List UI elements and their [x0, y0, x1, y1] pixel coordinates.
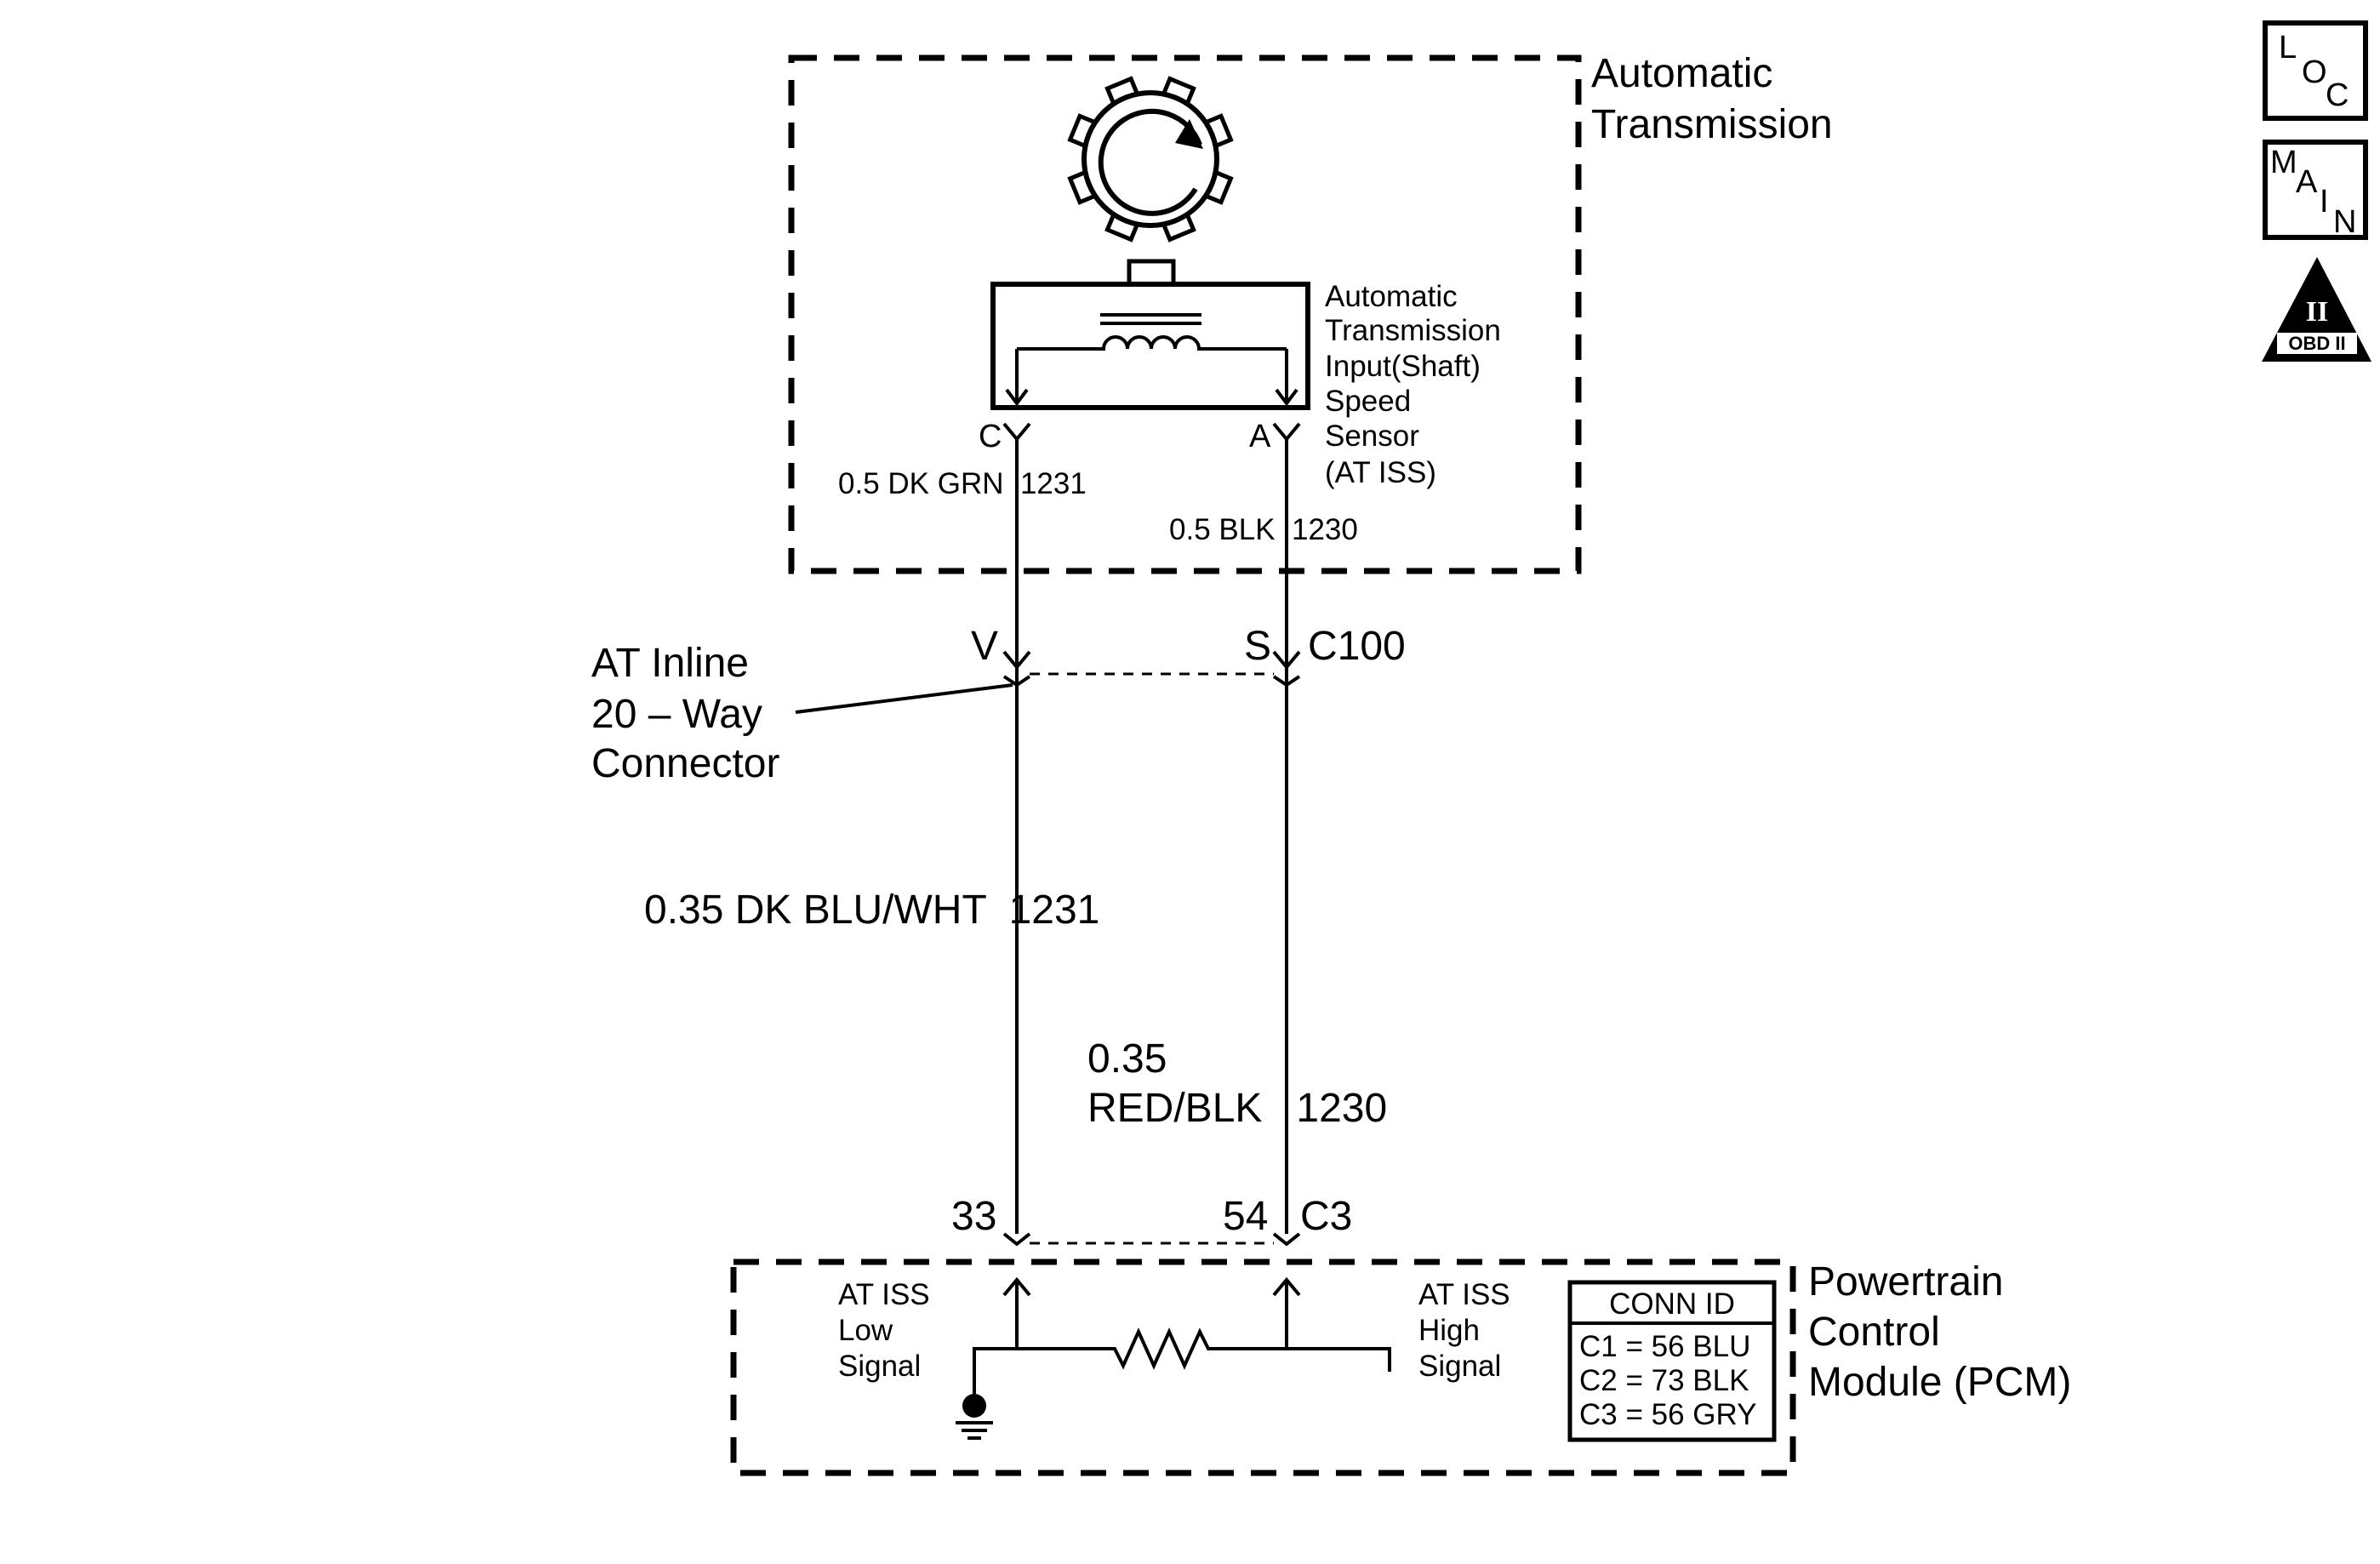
inline-connector-leader — [795, 683, 1013, 714]
wire-label-lower-right-line1: 0.35 — [1087, 1036, 1167, 1082]
pcm-title-line1: Powertrain — [1808, 1259, 2003, 1304]
conn-id-row-1: C1 = 56 BLU — [1579, 1330, 1750, 1363]
loc-badge[interactable]: L O C — [2263, 20, 2368, 121]
pcm-pin-54: 54 — [1223, 1194, 1268, 1239]
conn-id-row-3: C3 = 56 GRY — [1579, 1398, 1757, 1431]
wire-label-upper-right: 0.5 BLK 1230 — [1169, 513, 1358, 546]
conn-id-header: CONN ID — [1609, 1287, 1735, 1321]
loc-badge-letter-1: L — [2279, 30, 2297, 66]
pcm-pin-33: 33 — [951, 1194, 996, 1239]
low-signal-line3: Signal — [838, 1350, 921, 1383]
sensor-pin-a: A — [1249, 419, 1271, 454]
obd-ii-badge[interactable]: II OBD II — [2262, 257, 2371, 362]
main-badge[interactable]: M A I N — [2263, 140, 2368, 240]
sensor-label-line6: (AT ISS) — [1325, 456, 1436, 489]
wire-label-upper-left: 0.5 DK GRN 1231 — [838, 467, 1087, 500]
sensor-pin-c: C — [979, 419, 1002, 454]
inline-connector-label-line2: 20 – Way — [591, 692, 762, 737]
transmission-title-line1: Automatic — [1591, 51, 1772, 96]
sensor-label-line2: Transmission — [1325, 314, 1501, 347]
wire-label-lower-left: 0.35 DK BLU/WHT 1231 — [644, 888, 1099, 933]
inline-connector-id: C100 — [1308, 624, 1406, 669]
loc-badge-letter-3: C — [2326, 77, 2349, 113]
pcm-connector-id: C3 — [1300, 1194, 1352, 1239]
loc-badge-letter-2: O — [2302, 54, 2327, 90]
sensor-label-line5: Sensor — [1325, 420, 1419, 453]
speed-sensor-symbol — [990, 259, 1310, 410]
inline-connector-symbol — [1002, 650, 1301, 688]
pcm-title-line3: Module (PCM) — [1808, 1360, 2071, 1405]
transmission-enclosure — [788, 54, 1582, 574]
sensor-label-line1: Automatic — [1325, 280, 1458, 313]
sensor-pin-a-symbol — [1272, 422, 1301, 442]
conn-id-table: CONN ID C1 = 56 BLU C2 = 73 BLK C3 = 56 … — [1567, 1280, 1777, 1442]
pcm-internal-circuit — [973, 1276, 1391, 1400]
inline-connector-label-line1: AT Inline — [591, 641, 749, 686]
obd-ii-numeral: II — [2306, 296, 2328, 328]
pcm-connector-symbol — [1002, 1232, 1301, 1247]
low-signal-line1: AT ISS — [838, 1278, 930, 1311]
low-signal-line2: Low — [838, 1314, 893, 1347]
sensor-label-line3: Input(Shaft) — [1325, 350, 1481, 383]
main-badge-letter-2: A — [2296, 164, 2318, 200]
conn-id-row-2: C2 = 73 BLK — [1579, 1364, 1749, 1397]
high-signal-line1: AT ISS — [1418, 1278, 1510, 1311]
transmission-title-line2: Transmission — [1591, 102, 1833, 147]
pcm-title-line2: Control — [1808, 1310, 1940, 1355]
main-badge-letter-1: M — [2270, 145, 2297, 180]
wire-label-lower-right-line2: RED/BLK 1230 — [1087, 1086, 1387, 1131]
main-badge-letter-4: N — [2333, 204, 2356, 240]
sensor-pin-c-symbol — [1002, 422, 1031, 442]
pcm-enclosure — [730, 1259, 1796, 1476]
inline-connector-label-line3: Connector — [591, 741, 779, 786]
ground-icon — [956, 1394, 993, 1440]
main-badge-letter-3: I — [2320, 184, 2329, 220]
inline-pin-v: V — [971, 624, 998, 669]
high-signal-line2: High — [1418, 1314, 1480, 1347]
sensor-label-line4: Speed — [1325, 385, 1411, 418]
inline-pin-s: S — [1244, 624, 1271, 669]
gear-rotation-icon — [1067, 76, 1234, 243]
high-signal-line3: Signal — [1418, 1350, 1501, 1383]
obd-ii-text: OBD II — [2288, 333, 2345, 354]
